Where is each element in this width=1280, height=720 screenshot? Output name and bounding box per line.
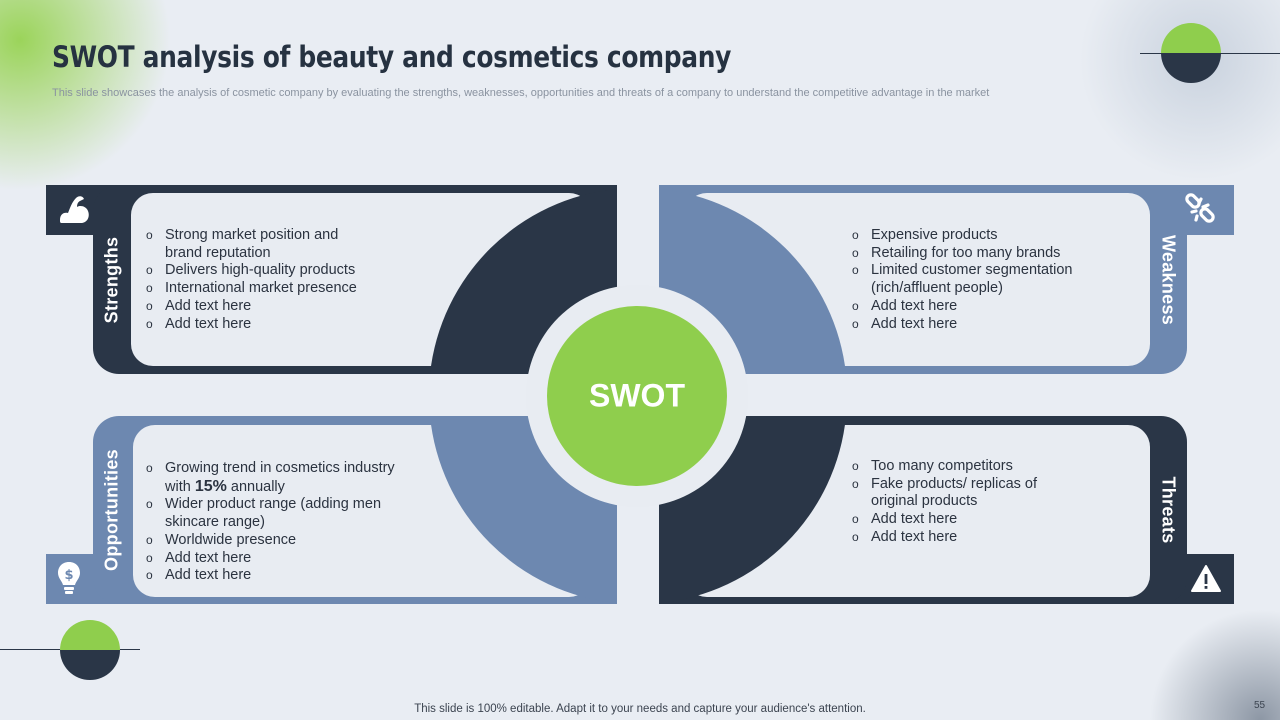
list-item: Add text here xyxy=(852,529,1072,547)
list-item: Retailing for too many brands xyxy=(852,245,1102,263)
svg-text:$: $ xyxy=(64,568,73,583)
list-item: International market presence xyxy=(146,280,371,298)
list-item: Add text here xyxy=(852,316,1102,334)
threats-label: Threats xyxy=(1158,476,1179,544)
swot-center-label: SWOT xyxy=(589,377,685,414)
list-item: Growing trend in cosmetics industry with… xyxy=(146,460,406,496)
list-item: Strong market position and brand reputat… xyxy=(146,227,371,262)
page-title: SWOT analysis of beauty and cosmetics co… xyxy=(52,40,732,74)
list-item: Limited customer segmentation (rich/affl… xyxy=(852,262,1102,297)
page-number: 55 xyxy=(1254,700,1266,711)
list-item: Add text here xyxy=(146,567,406,585)
opportunities-list: Growing trend in cosmetics industry with… xyxy=(146,460,406,585)
flexed-arm-icon xyxy=(60,196,89,223)
list-item: Fake products/ replicas of original prod… xyxy=(852,476,1072,511)
list-item: Add text here xyxy=(852,298,1102,316)
page-subtitle: This slide showcases the analysis of cos… xyxy=(52,87,990,99)
warning-icon xyxy=(1191,565,1221,592)
center-circle xyxy=(547,306,727,486)
list-item: Add text here xyxy=(146,298,371,316)
lightbulb-dollar-icon: $ xyxy=(58,562,80,594)
list-item: Add text here xyxy=(852,511,1072,529)
list-item: Too many competitors xyxy=(852,458,1072,476)
list-item: Expensive products xyxy=(852,227,1102,245)
decor-circle-top xyxy=(1161,23,1221,83)
list-item: Wider product range (adding men skincare… xyxy=(146,496,406,531)
decor-circle-bottom xyxy=(60,620,120,680)
list-item: Delivers high-quality products xyxy=(146,262,371,280)
list-item: Add text here xyxy=(146,550,406,568)
strengths-list: Strong market position and brand reputat… xyxy=(146,227,371,333)
broken-link-icon xyxy=(1185,193,1215,223)
list-item: Worldwide presence xyxy=(146,532,406,550)
weakness-list: Expensive products Retailing for too man… xyxy=(852,227,1102,333)
footer-note: This slide is 100% editable. Adapt it to… xyxy=(414,703,866,715)
list-item: Add text here xyxy=(146,316,371,334)
threats-list: Too many competitors Fake products/ repl… xyxy=(852,458,1072,547)
opportunities-label: Opportunities xyxy=(101,449,122,571)
strengths-label: Strengths xyxy=(101,236,122,324)
weakness-label: Weakness xyxy=(1158,234,1179,326)
